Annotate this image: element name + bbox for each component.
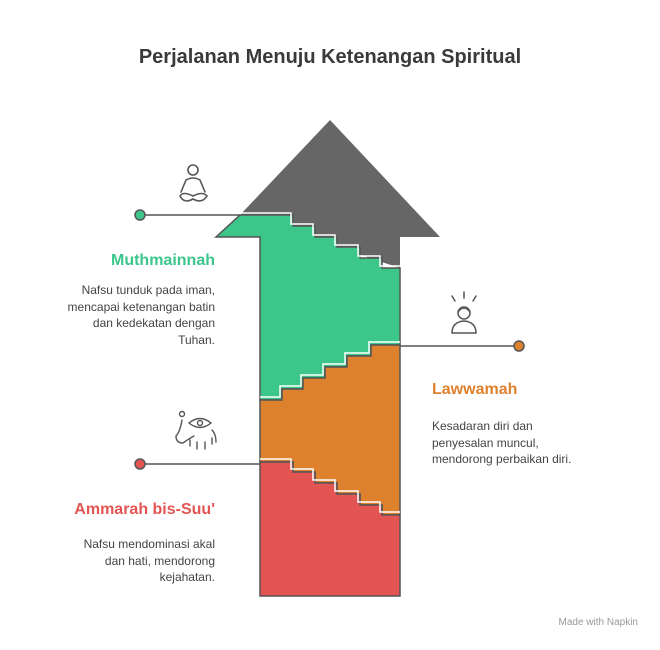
description-line: penyesalan muncul, <box>432 435 539 450</box>
description-line: mendorong perbaikan diri. <box>432 452 572 466</box>
description-line: kejahatan. <box>159 570 215 584</box>
description-line: Tuhan. <box>178 332 215 347</box>
stage-lawwamah-description: Kesadaran diri dan penyesalan muncul, me… <box>432 418 571 468</box>
description-line: dan hati, mendorong <box>104 553 215 568</box>
description-line: Nafsu mendominasi akal <box>83 537 215 551</box>
meditation-icon <box>179 164 208 202</box>
stage-ammarah-block <box>259 461 401 597</box>
stage-lawwamah-title: Lawwamah <box>432 381 518 398</box>
dot-lawwamah <box>513 340 525 352</box>
description-line: Kesadaran diri dan <box>432 419 533 433</box>
dot-muthmainnah <box>134 209 146 221</box>
description-line: mencapai ketenangan batin <box>67 299 215 314</box>
stage-ammarah-description: Nafsu mendominasi akal dan hati, mendoro… <box>84 536 215 586</box>
description-line: Nafsu tunduk pada iman, <box>81 283 215 297</box>
page-title: Perjalanan Menuju Ketenangan Spiritual <box>138 46 522 68</box>
stage-ammarah-title: Ammarah bis-Suu' <box>74 501 215 518</box>
description-line: dan kedekatan dengan <box>92 316 215 330</box>
dot-ammarah <box>134 458 146 470</box>
napkin-credit[interactable]: Made with Napkin <box>558 617 638 628</box>
temptation-eye-icon <box>175 410 217 450</box>
stage-muthmainnah-title: Muthmainnah <box>111 252 215 269</box>
regret-person-icon <box>451 291 477 334</box>
stage-muthmainnah-description: Nafsu tunduk pada iman, mencapai ketenan… <box>68 282 215 348</box>
